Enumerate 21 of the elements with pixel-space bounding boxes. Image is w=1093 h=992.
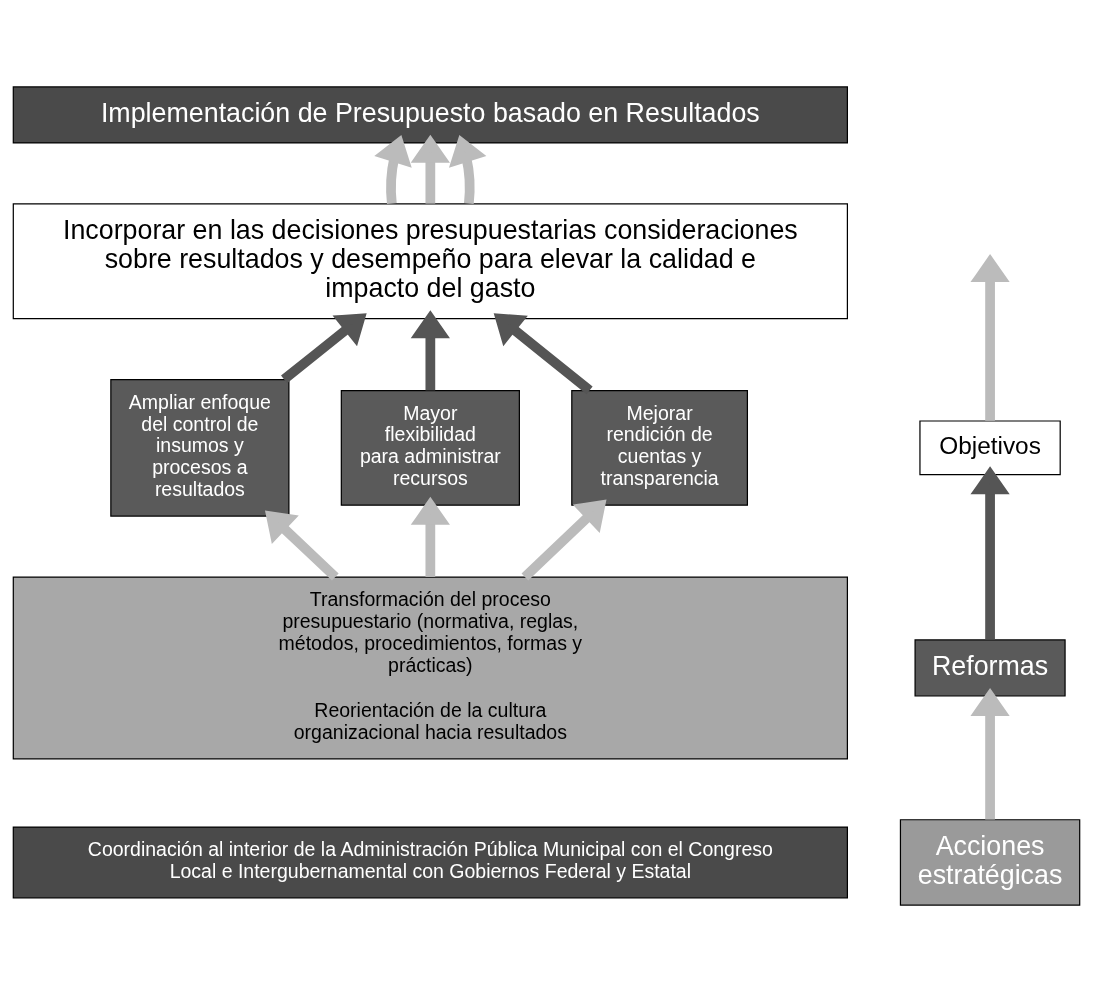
node-box: Transformación del proceso presupuestario (normativa, reglas, métodos, procedimientos, formas y prácticas) Reorientación de la cultura organizacional hacia resultados [12,576,848,760]
node-box: Implementación de Presupuesto basado en Resultados [12,86,848,144]
arrow [281,313,367,384]
arrow [970,254,1010,421]
arrow [493,313,593,395]
node-box: Objetivos [919,420,1061,476]
arrow [448,135,487,205]
node-box: Coordinación al interior de la Administración Pública Municipal con el Congreso Local e Intergubernamental con Gobiernos Federal y Estatal [12,826,848,899]
node-box: Mejorar rendición de cuentas y transparencia [571,389,748,506]
node-box: Incorporar en las decisiones presupuestarias consideraciones sobre resultados y desempeño para elevar la calidad e impacto del gasto [12,203,848,320]
arrow [410,310,450,391]
arrow [410,496,450,577]
arrow [374,135,412,205]
node-box: Acciones estratégicas [899,819,1081,906]
node-box: Ampliar enfoque del control de insumos y procesos a resultados [110,378,290,517]
arrow [970,466,1010,640]
arrow [970,688,1010,820]
node-box: Mayor flexibilidad para administrar recursos [340,389,520,506]
arrow [264,510,339,581]
node-box: Reformas [914,639,1066,697]
arrow [521,499,607,581]
